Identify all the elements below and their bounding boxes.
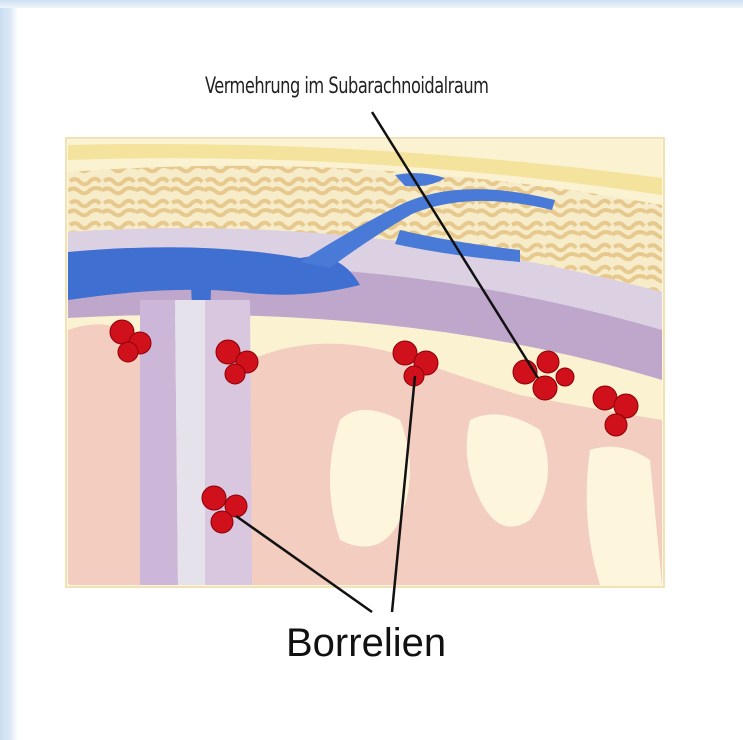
- brain-gyrus-1: [68, 324, 140, 585]
- label-borrelien: Borrelien: [286, 621, 446, 666]
- label-subarachnoid: Vermehrung im Subarachnoidalraum: [205, 74, 488, 99]
- sulcus-3: [587, 447, 662, 585]
- csf-column: [175, 300, 205, 585]
